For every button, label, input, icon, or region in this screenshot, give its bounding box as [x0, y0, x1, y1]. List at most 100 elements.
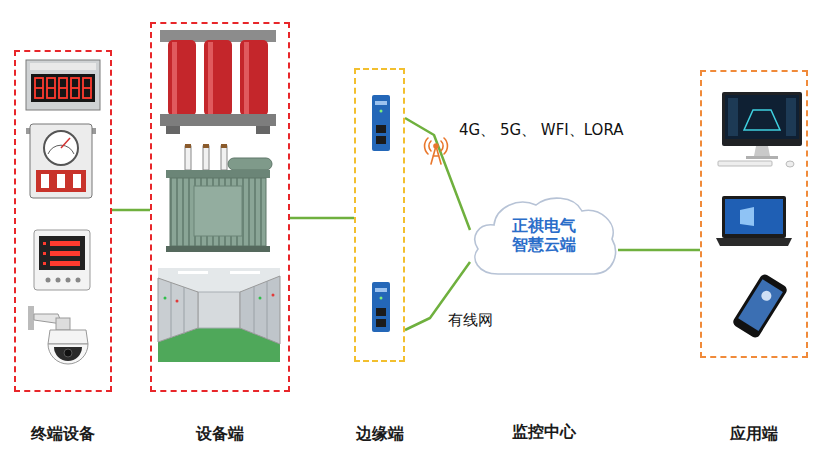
- oil-transformer: [166, 170, 270, 178]
- multifunction-meter: [34, 230, 90, 290]
- digital-display-meter: [35, 87, 43, 89]
- multifunction-meter: [46, 278, 51, 283]
- equipment-group-frame: 设备端: [150, 22, 290, 392]
- smartphone: [731, 273, 788, 340]
- temperature-controller: [41, 174, 49, 188]
- dry-type-transformer: [160, 30, 276, 134]
- switchgear-room: [158, 268, 280, 362]
- desktop-computer: [718, 161, 772, 166]
- temperature-controller: [30, 124, 92, 198]
- digital-display-meter: [26, 60, 100, 110]
- dome-camera: [28, 306, 88, 364]
- edge-gateway: [380, 110, 383, 113]
- multifunction-meter: [50, 251, 80, 256]
- cloud-shape: [475, 198, 616, 274]
- desktop-computer: [718, 92, 802, 167]
- dome-camera: [28, 306, 34, 330]
- switchgear-room: [240, 276, 280, 344]
- multifunction-meter: [76, 278, 81, 283]
- laptop: [716, 238, 792, 246]
- dry-type-transformer: [172, 42, 177, 114]
- group-heading: 监控中心: [512, 422, 576, 441]
- oil-transformer: [228, 158, 272, 170]
- digital-display-meter: [71, 87, 79, 89]
- dry-type-transformer: [160, 114, 276, 126]
- dome-camera: [48, 330, 88, 344]
- desktop-computer: [786, 98, 796, 136]
- switchgear-room: [178, 271, 208, 274]
- switchgear-room: [158, 278, 198, 342]
- multifunction-meter: [50, 261, 80, 266]
- switchgear-room: [164, 297, 167, 300]
- multifunction-meter: [39, 236, 85, 270]
- edge-gateway: [376, 125, 386, 133]
- oil-transformer: [203, 146, 209, 170]
- digital-display-meter: [35, 78, 43, 98]
- antenna-icon: [425, 138, 448, 164]
- desktop-computer: [746, 156, 778, 159]
- antenna-icon: [425, 138, 428, 154]
- smartphone: [759, 289, 773, 303]
- oil-transformer: [203, 144, 209, 148]
- desktop-computer: [786, 161, 794, 167]
- laptop: [725, 199, 783, 234]
- group-heading: 终端设备: [31, 424, 95, 443]
- dry-type-transformer: [240, 40, 268, 116]
- multifunction-meter: [43, 242, 46, 245]
- edge-gateway: [372, 95, 390, 151]
- temperature-controller: [61, 138, 70, 148]
- digital-display-meter: [83, 78, 91, 98]
- antenna-icon: [444, 138, 447, 154]
- link-label: 4G、 5G、 WFI、LORA: [458, 121, 624, 139]
- switchgear-room: [171, 283, 172, 338]
- digital-display-meter: [31, 74, 95, 102]
- digital-display-meter: [30, 63, 96, 70]
- multifunction-meter: [50, 241, 80, 246]
- oil-transformer: [166, 246, 270, 252]
- switchgear-room: [198, 292, 240, 328]
- switchgear-room: [184, 287, 185, 334]
- dry-type-transformer: [166, 126, 180, 134]
- digital-display-meter: [26, 60, 100, 110]
- switchgear-room: [158, 268, 280, 362]
- group-heading: 边缘端: [356, 424, 404, 443]
- link-label: 有线网: [447, 311, 494, 329]
- digital-display-meter: [47, 78, 55, 98]
- antenna-icon: [434, 144, 438, 148]
- digital-display-meter: [71, 78, 79, 98]
- digital-display-meter: [59, 78, 67, 98]
- oil-transformer: [194, 186, 242, 236]
- edge-gateway: [375, 288, 387, 292]
- switchgear-room: [230, 271, 260, 274]
- desktop-computer: [722, 92, 802, 146]
- antenna-icon: [429, 141, 431, 151]
- edge-gateway: [372, 95, 390, 151]
- desktop-computer: [725, 95, 799, 139]
- switchgear-room: [254, 286, 255, 334]
- temperature-controller: [36, 170, 86, 192]
- desktop-computer: [754, 146, 770, 156]
- connector-line: [112, 209, 150, 212]
- dry-type-transformer: [168, 40, 196, 116]
- desktop-computer: [744, 110, 780, 130]
- application-group-frame: 应用端: [700, 70, 808, 358]
- dome-camera: [56, 318, 70, 330]
- edge-gateway: [380, 297, 383, 300]
- edge-gateway: [375, 101, 387, 105]
- switchgear-room: [259, 297, 262, 300]
- cloud-node: 正祺电气 智慧云端监控中心: [470, 195, 618, 275]
- switchgear-room: [267, 281, 268, 339]
- dome-camera: [54, 347, 82, 361]
- edge-gateway: [376, 136, 386, 144]
- switchgear-room: [272, 294, 275, 297]
- desktop-computer: [728, 98, 738, 136]
- edge-gateway: [372, 282, 390, 332]
- dome-camera: [48, 344, 88, 364]
- laptop: [716, 196, 792, 246]
- group-heading: 设备端: [196, 424, 244, 443]
- dry-type-transformer: [204, 40, 232, 116]
- digital-display-meter: [83, 87, 91, 89]
- smartphone: [738, 279, 783, 331]
- edge-gateway: [376, 319, 386, 327]
